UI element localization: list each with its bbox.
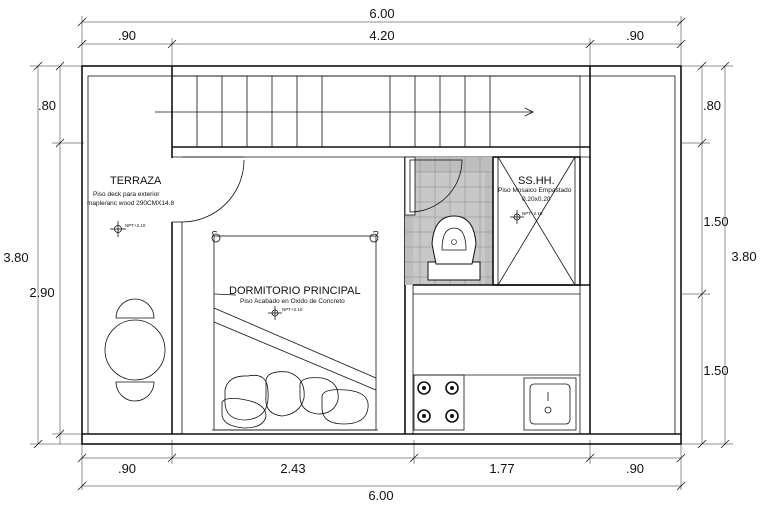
dim-top-left: .90: [118, 28, 136, 43]
dim-left-top: .80: [38, 98, 56, 113]
dim-top-total: 6.00: [369, 6, 394, 21]
dim-top-middle: 4.20: [369, 28, 394, 43]
bano-level: NPT+2.10: [522, 211, 543, 216]
dim-right-top: .80: [703, 98, 721, 113]
stove-icon: [413, 374, 465, 431]
left-dimensions: 3.80 .80 2.90: [3, 61, 84, 449]
dim-left-inner: 2.90: [29, 285, 54, 300]
dormitorio-title: DORMITORIO PRINCIPAL: [229, 285, 361, 297]
bano-title: SS.HH.: [518, 175, 555, 187]
dormitorio: DORMITORIO PRINCIPAL Piso Acabado en Oxi…: [211, 157, 414, 434]
bano-floor-line1: Piso Mosaico Empastado: [498, 187, 572, 194]
dormitorio-level: NPT+2.10: [282, 307, 303, 312]
dim-right-outer: 3.80: [731, 249, 756, 264]
kitchen: [413, 374, 580, 431]
dim-bottom-3: 1.77: [489, 461, 514, 476]
bed-icon: [211, 231, 379, 431]
terraza-title: TERRAZA: [110, 175, 162, 187]
bano: SS.HH. Piso Mosaico Empastado 0.20x0.20 …: [404, 156, 590, 295]
dim-right-mid: 1.50: [703, 214, 728, 229]
level-marker-icon: [110, 221, 126, 237]
terraza: TERRAZA Piso deck para exterior maple/an…: [87, 156, 245, 434]
dim-bottom-total: 6.00: [368, 488, 393, 503]
dim-top-right: .90: [626, 28, 644, 43]
dim-right-bottom: 1.50: [703, 363, 728, 378]
terraza-floor-line2: maple/anc wood 290CMX14.8: [87, 200, 174, 207]
dim-bottom-1: .90: [118, 461, 136, 476]
dormitorio-floor-line1: Piso Acabado en Oxido de Concreto: [240, 298, 345, 305]
bano-floor-line2: 0.20x0.20: [522, 196, 551, 203]
dim-bottom-4: .90: [626, 461, 644, 476]
staircase: [155, 75, 590, 158]
dining-table-icon: [104, 298, 166, 402]
top-dimensions: 6.00 .90 4.20 .90: [77, 6, 686, 70]
toilet-icon: [427, 215, 481, 281]
terraza-level: NPT+2.10: [125, 223, 146, 228]
level-marker-icon: [268, 306, 282, 320]
level-marker-icon: [510, 210, 524, 224]
terraza-floor-line1: Piso deck para exterior: [93, 191, 160, 198]
sink-icon: [523, 377, 577, 431]
dim-left-outer: 3.80: [3, 250, 28, 265]
dim-bottom-2: 2.43: [280, 461, 305, 476]
bottom-dimensions: .90 2.43 1.77 .90 6.00: [77, 440, 686, 503]
right-dimensions: .80 1.50 1.50 3.80: [682, 61, 757, 449]
